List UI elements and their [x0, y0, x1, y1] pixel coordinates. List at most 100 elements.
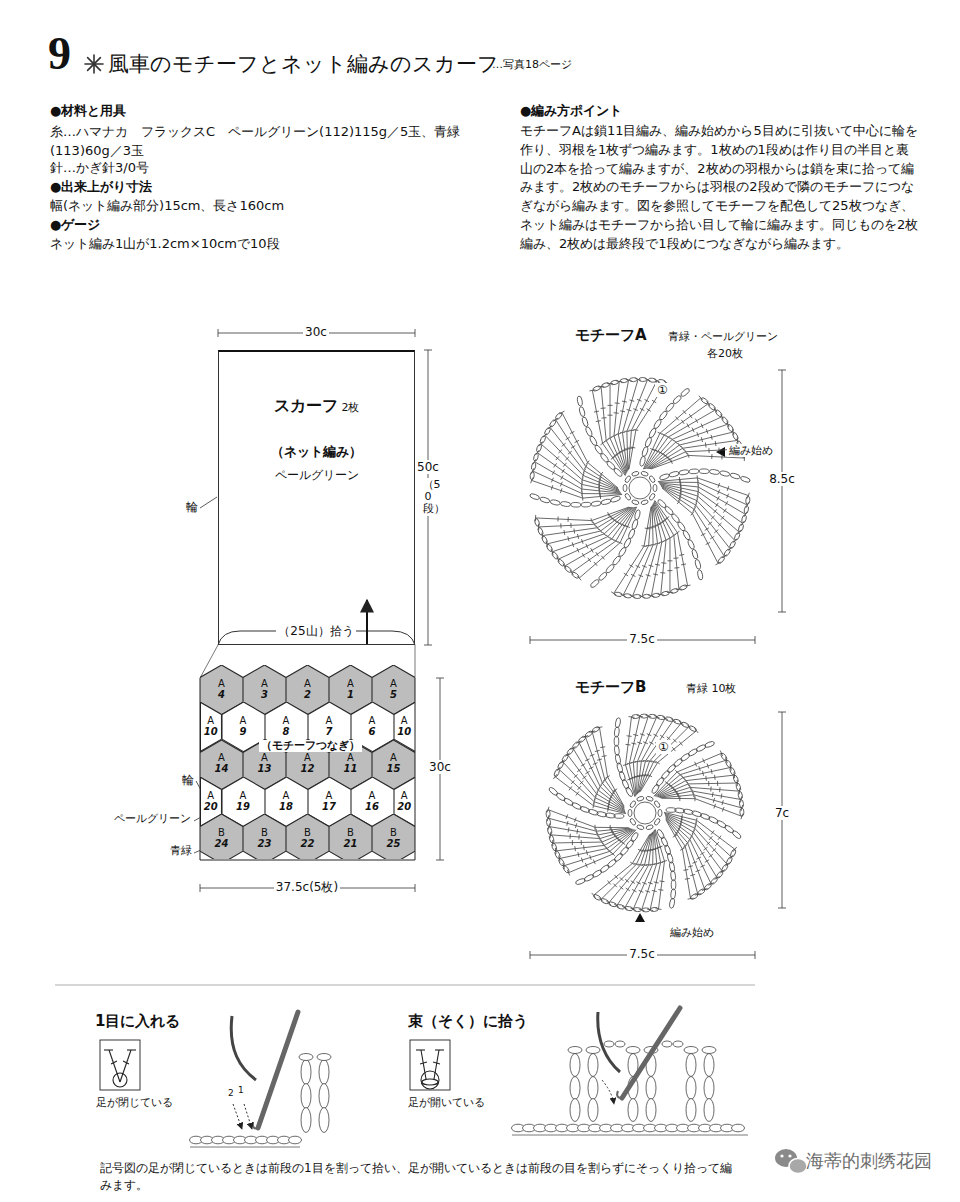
- motif-letter: B: [261, 827, 268, 838]
- label-holder: 海蒂的刺绣花园: [806, 1150, 932, 1172]
- motif-number: 4: [218, 689, 225, 700]
- motif-hexagon: B24: [200, 814, 243, 859]
- label-holder: 束（そく）に拾う: [408, 1012, 528, 1030]
- motif-hexagon: B25: [372, 814, 415, 859]
- label-holder: 1: [238, 1085, 244, 1096]
- stitch-symbol: [100, 1040, 140, 1090]
- panel-count: 2枚: [342, 400, 360, 415]
- round-label: 輪: [182, 773, 194, 787]
- motif-chart: [529, 377, 751, 598]
- motif-letter: A: [304, 752, 311, 763]
- motif-letter: A: [240, 790, 247, 801]
- motif-number: 10: [397, 726, 411, 737]
- motif-hexagon: B21: [329, 814, 372, 859]
- motif-letter: A: [326, 715, 333, 726]
- dimension-label: 37.5c(5枚): [274, 880, 340, 894]
- motif-letter: A: [401, 715, 408, 726]
- section-heading: ●出来上がり寸法: [50, 179, 152, 195]
- label-holder: 編み始め: [668, 926, 716, 939]
- label-holder: 針…かぎ針3/0号: [50, 160, 149, 176]
- motif-letter: A: [347, 752, 354, 763]
- panel-color: ペールグリーン: [219, 467, 414, 484]
- motif-letter: A: [283, 790, 290, 801]
- start-label: 編み始め: [727, 444, 775, 457]
- label-holder: モチーフAは鎖11目編み、編み始めから5目めに引抜いて中心に輪を作り、羽根を1枚…: [520, 122, 920, 254]
- motif-letter: B: [304, 827, 311, 838]
- dimension-label: 7.5c: [627, 632, 657, 646]
- label-holder: 50c: [415, 460, 441, 474]
- label-holder: 1目に入れる: [95, 1012, 180, 1030]
- motif-letter: B: [218, 827, 225, 838]
- motif-letter: A: [390, 752, 397, 763]
- dimension-label: 7.5c: [627, 947, 657, 961]
- motif-count: 各20枚: [707, 347, 743, 360]
- label-holder: 7c: [773, 806, 791, 820]
- motif-letter: A: [304, 678, 311, 689]
- motif-color: 青緑 10枚: [686, 682, 737, 695]
- section-heading: ●編み方ポイント: [520, 103, 622, 119]
- motif-color: 青緑・ペールグリーン: [668, 330, 778, 343]
- instructions-text: モチーフAは鎖11目編み、編み始めから5目めに引抜いて中心に輪を作り、羽根を1枚…: [520, 122, 920, 254]
- label-holder: モチーフA: [575, 326, 647, 344]
- motif-number: 20: [397, 801, 411, 812]
- leader-line: [200, 497, 217, 508]
- color-label: ペールグリーン: [114, 812, 191, 825]
- label-holder: 記号図の足が閉じているときは前段の1目を割って拾い、足が開いているときは前段の目…: [100, 1160, 740, 1194]
- label-holder: （50段）: [421, 478, 436, 516]
- label-holder: 青緑: [170, 844, 192, 857]
- label-holder: 2: [228, 1088, 234, 1099]
- motif-letter: B: [347, 827, 354, 838]
- dimension-label: 30c: [427, 760, 453, 774]
- motif-number: 16: [365, 801, 379, 812]
- scarf-panel: スカーフ2枚（ネット編み）ペールグリーン: [218, 350, 415, 645]
- label-holder: 足が開いている: [408, 1096, 485, 1109]
- section-heading: ●材料と用具: [50, 103, 126, 119]
- pattern-number: 9: [48, 26, 71, 81]
- label-holder: 9: [48, 26, 71, 81]
- title-asterisk: [85, 55, 103, 73]
- symbol-caption: 足が閉じている: [96, 1096, 173, 1109]
- dimension-lines: [200, 329, 786, 959]
- motif-letter: B: [390, 827, 397, 838]
- start-arrow: [716, 447, 725, 457]
- motif-number: 24: [215, 838, 229, 849]
- page-reference: …写真18ページ: [492, 58, 572, 71]
- outline-line: [415, 645, 416, 678]
- row-count-label: （50段）: [421, 478, 436, 516]
- motif-number: 11: [344, 763, 358, 774]
- size-text: 幅(ネット編み部分)15cm、長さ160cm: [50, 198, 284, 214]
- round-label: 輪: [186, 500, 198, 514]
- panel-stitch: （ネット編み）: [219, 443, 414, 461]
- motif-number: 14: [215, 763, 229, 774]
- label-holder: ●編み方ポイント: [520, 103, 622, 119]
- row-marker: ①: [656, 740, 671, 754]
- label-holder: ネット編み1山が1.2cm×10cmで10段: [50, 236, 280, 252]
- label-holder: ①: [655, 383, 670, 397]
- section-heading: ●ゲージ: [50, 217, 100, 233]
- watermark-icon: [775, 1149, 807, 1174]
- crochet-illustration: [512, 1008, 749, 1135]
- label-holder: …写真18ページ: [492, 58, 572, 71]
- step-number: 1: [238, 1085, 244, 1096]
- motif-number: 6: [369, 726, 376, 737]
- technique-heading: 束（そく）に拾う: [408, 1012, 528, 1030]
- motif-letter: A: [369, 715, 376, 726]
- motif-number: 18: [279, 801, 293, 812]
- title-holder: 風車のモチーフとネット編みのスカーフ: [108, 50, 499, 78]
- outline-line: [200, 859, 415, 860]
- motif-letter: A: [326, 790, 333, 801]
- materials-text: 針…かぎ針3/0号: [50, 160, 149, 176]
- label-holder: ●材料と用具: [50, 103, 126, 119]
- motif-letter: A: [283, 715, 290, 726]
- label-holder: 7.5c: [627, 632, 657, 646]
- color-label: 青緑: [170, 844, 192, 857]
- motif-number: 3: [261, 689, 268, 700]
- label-holder: ●出来上がり寸法: [50, 179, 152, 195]
- pickup-label: （25山）拾う: [276, 624, 355, 638]
- motif-letter: A: [347, 678, 354, 689]
- gauge-text: ネット編み1山が1.2cm×10cmで10段: [50, 236, 280, 252]
- motif-letter: A: [218, 752, 225, 763]
- motif-letter: A: [401, 790, 408, 801]
- note-text: 記号図の足が閉じているときは前段の1目を割って拾い、足が開いているときは前段の目…: [100, 1160, 740, 1194]
